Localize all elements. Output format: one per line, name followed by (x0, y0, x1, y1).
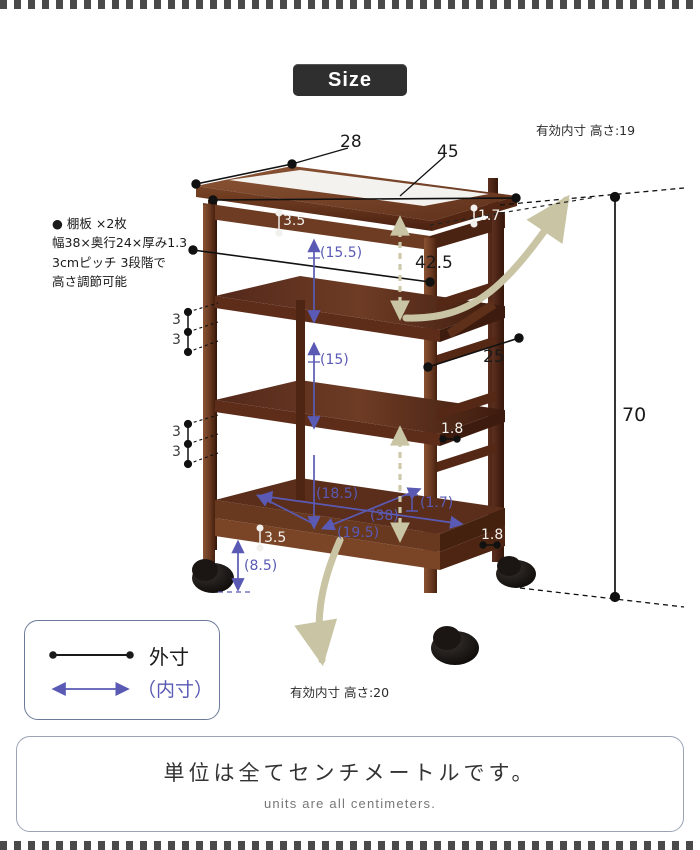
dim-45-line (212, 197, 517, 201)
label-leg-1_8-upper: 1.8 (441, 421, 464, 437)
dim-42_5-dot-b (425, 277, 435, 287)
label-depth-28: 28 (340, 132, 362, 152)
pitch-upper-ext-2 (187, 321, 219, 333)
legend-inner-label: （内寸） (137, 679, 214, 701)
dim-70-dot-bottom (609, 591, 621, 603)
cart-shelf-bottom-side (440, 508, 505, 552)
label-inner-15: (15) (320, 352, 349, 368)
size-badge: Size (293, 64, 407, 96)
caster-rear-right (496, 556, 536, 588)
pitch-lower-ext-1 (187, 414, 219, 425)
label-pitch-3-b: 3 (172, 332, 181, 348)
dim-25-dot-b (514, 333, 524, 343)
label-width-45: 45 (437, 142, 459, 162)
dim-28-dot-a (191, 179, 201, 189)
legend-outer-dot-b (126, 651, 134, 659)
note-line-2: 幅38×奥行24×厚み1.3 (52, 235, 188, 251)
callout-arrow-lower (294, 536, 344, 667)
dim-70-ext-top (499, 187, 685, 206)
cart-shelf-middle-edge (215, 400, 440, 446)
cart-inner-post-left (296, 300, 305, 500)
label-apron-3_5-bottom: 3.5 (264, 530, 287, 546)
caster-front-left (192, 559, 234, 593)
label-inner-38: (38) (370, 508, 399, 524)
dim-28-line (195, 163, 293, 185)
dim-25-line (427, 337, 520, 368)
cart-side-rail-4 (437, 443, 496, 472)
note-line-1: ● 棚板 ×2枚 (52, 216, 127, 231)
label-inner-8_5: (8.5) (244, 558, 278, 574)
top-border-strip (0, 0, 700, 9)
label-inner-19_5: (19.5) (337, 525, 380, 541)
pitch-upper-ext-1 (187, 302, 219, 313)
cart-shelf-upper-edge (215, 296, 440, 342)
label-leg-1_8-lower: 1.8 (481, 527, 504, 543)
dim-45-dot-b (511, 193, 521, 203)
callout-inner-height-upper: 有効内寸 高さ:19 (536, 123, 636, 138)
shelf-board-note: ● 棚板 ×2枚 幅38×奥行24×厚み1.3 3cmピッチ 3段階で 高さ調節… (52, 214, 187, 292)
bottom-border-strip (0, 841, 700, 850)
cart-shelf-bottom-apron (215, 518, 440, 570)
legend-box: 外寸 （内寸） (24, 620, 220, 720)
pitch-lower-ext-3 (187, 452, 219, 465)
caption-japanese: 単位は全てセンチメートルです。 (163, 761, 537, 785)
dim-25-dot-a (423, 362, 433, 372)
outer-dimension-lines-light (256, 204, 478, 552)
label-pitch-3-d: 3 (172, 444, 181, 460)
callout-inner-height-lower: 有効内寸 高さ:20 (290, 685, 390, 700)
cart-shelf-middle-top (215, 380, 505, 434)
caster-front-right (431, 626, 479, 665)
dim-3_5-top-dot-a (275, 209, 283, 217)
label-pitch-3-c: 3 (172, 424, 181, 440)
pitch-upper-ext-3 (187, 340, 219, 353)
label-total-height-70: 70 (622, 404, 647, 426)
cart-side-rail-1 (437, 281, 496, 310)
cart-top-apron-side (430, 213, 505, 250)
label-apron-3_5-top: 3.5 (283, 213, 306, 229)
note-line-4: 高さ調節可能 (52, 274, 128, 290)
label-inner-15_5: (15.5) (320, 245, 363, 261)
dim-42_5-line (192, 249, 431, 283)
note-line-3: 3cmピッチ 3段階で (52, 254, 166, 270)
label-depth-25: 25 (483, 347, 505, 367)
cart-leg-rear-right (492, 212, 504, 562)
cart-shelf-bottom-apron-side (440, 526, 505, 570)
pitch-lower-ext-2 (187, 433, 219, 445)
cart-top-inset-panel (229, 170, 489, 206)
label-inner-18_5: (18.5) (316, 486, 359, 502)
callout-arrow-upper (402, 194, 570, 322)
caption-english: units are all centimeters. (263, 796, 437, 811)
dim-1_8-lower-dot-a (479, 541, 487, 549)
dim-45-dot-a (208, 195, 218, 205)
dim-3_5-top-dot-b (275, 229, 283, 237)
cart-illustration (192, 166, 536, 665)
legend-outer-label: 外寸 (149, 645, 189, 669)
dim-45-leader (399, 155, 446, 197)
label-inner-1_7: (1.7) (420, 495, 454, 511)
dim-28-leader (291, 147, 349, 165)
cart-leg-front-left (203, 205, 215, 565)
cart-side-rail-3 (437, 391, 496, 420)
label-pitch-3-a: 3 (172, 312, 181, 328)
dim-1_8-upper-dot-a (439, 435, 447, 443)
dim-3_5-bottom-dot-b (256, 544, 264, 552)
dim-3_5-bottom-dot-a (256, 524, 264, 532)
cart-top-apron-front (203, 203, 430, 250)
cart-top-front-edge (196, 186, 432, 231)
dim-1_7-top-dot-b (470, 220, 478, 228)
legend-samples (49, 651, 134, 697)
legend-outer-dot-a (49, 651, 57, 659)
dim-70-ext-bottom (519, 587, 685, 608)
dim-1_8-lower-dot-b (493, 541, 501, 549)
label-thickness-1_7-top: 1.7 (478, 208, 501, 224)
dim-1_8-upper-dot-b (453, 435, 461, 443)
label-body-width-42_5: 42.5 (415, 253, 453, 273)
dim-42_5-dot-a (188, 245, 198, 255)
callout-arrows (294, 194, 570, 667)
caption-box: 単位は全てセンチメートルです。 units are all centimeter… (16, 736, 684, 832)
cart-side-rail-2 (437, 336, 496, 365)
cart-side-brace (447, 300, 496, 338)
dim-1_7-top-dot-a (470, 204, 478, 212)
